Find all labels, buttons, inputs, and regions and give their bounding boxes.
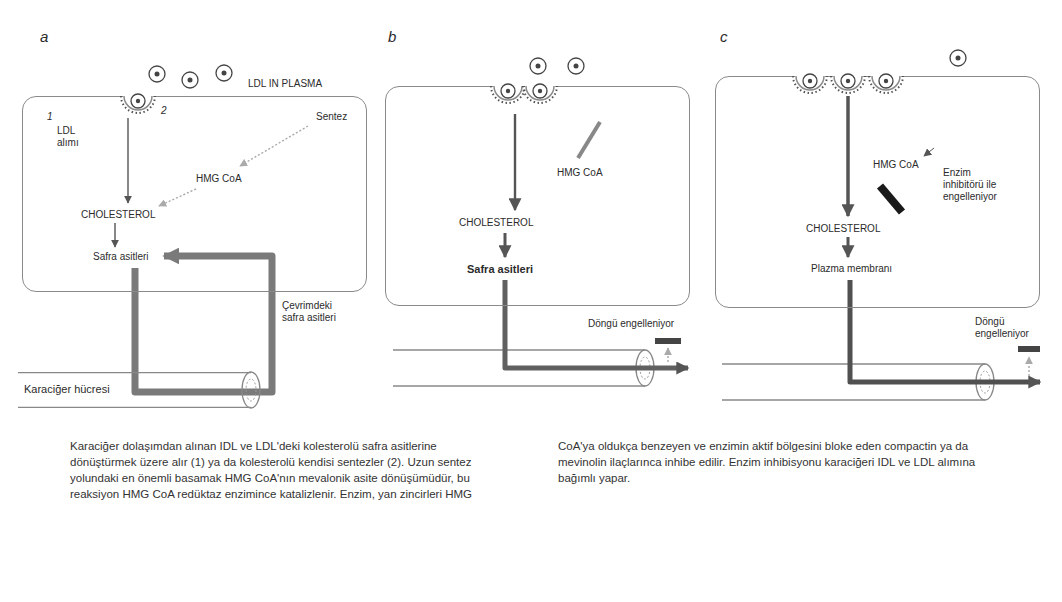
- synthesis-bar: [578, 122, 600, 158]
- coated-pit: [491, 84, 525, 103]
- inhibitor-bar: [880, 186, 902, 212]
- coated-pit-part: [884, 79, 888, 83]
- coated-pit-part: [841, 74, 855, 88]
- coated-pit-part: [869, 76, 903, 93]
- ldl-particle: [149, 66, 165, 82]
- callout-number: 2: [161, 105, 167, 117]
- coated-pit: [121, 94, 155, 113]
- region-label: LDL IN PLASMA: [248, 78, 322, 90]
- coated-pit-part: [846, 79, 850, 83]
- ldl-particle: [950, 50, 966, 66]
- note-label: Enzim inhibitörü ile engelleniyor: [943, 167, 1007, 203]
- tube-outline-part: [18, 407, 251, 408]
- coated-pit-part: [131, 94, 145, 108]
- liver-cell: HMG CoA CHOLESTEROL Safra asitleri: [385, 86, 690, 306]
- tube-outline-part: [242, 372, 260, 408]
- coated-pit-part: [523, 86, 557, 103]
- coated-pit-part: [793, 76, 827, 93]
- uptake-arrow: [514, 114, 516, 210]
- coated-pit-part: [533, 84, 547, 98]
- ldl-particle: [568, 58, 584, 74]
- coated-pit-part: [796, 76, 824, 90]
- conversion-arrow: [847, 237, 850, 257]
- figure-caption: Karaciğer dolaşımdan alınan IDL ve LDL'd…: [70, 438, 990, 502]
- coated-pit-part: [872, 76, 900, 90]
- ldl-particle: [530, 58, 546, 74]
- molecule-label: CHOLESTEROL: [806, 223, 880, 235]
- pointer-arrow: [924, 148, 934, 156]
- structure-label: Plazma membranı: [811, 263, 892, 275]
- coated-pit-part: [124, 96, 152, 110]
- tube-outline-part: [246, 379, 256, 401]
- coated-pit-part: [123, 95, 153, 99]
- tube-outline-part: [18, 372, 251, 373]
- synthesis-arrow: [159, 189, 196, 206]
- molecule-label: CHOLESTEROL: [459, 217, 533, 229]
- block-label: Döngü engelleniyor: [975, 316, 1037, 340]
- ldl-particle: [182, 72, 198, 88]
- coated-pit: [869, 74, 903, 93]
- coated-pit: [831, 74, 865, 93]
- ldl-particle: [216, 65, 232, 81]
- coated-pit-part: [506, 89, 510, 93]
- callout-number: 1: [47, 111, 53, 123]
- coated-pit-part: [501, 84, 515, 98]
- molecule-label: HMG CoA: [873, 159, 919, 171]
- coated-pit-part: [493, 85, 523, 89]
- coated-pit-part: [831, 76, 865, 93]
- uptake-arrow: [846, 96, 850, 216]
- liver-cell: 1LDL alımı 2SentezHMG CoA CHOLESTEROL Safra…: [22, 96, 367, 292]
- excretion-line: [505, 280, 688, 368]
- coated-pit-part: [491, 86, 525, 103]
- coated-pit-part: [834, 76, 862, 90]
- molecule-label: Safra asitleri: [467, 263, 533, 276]
- flow-label: Çevrimdeki safra asitleri: [282, 300, 354, 324]
- block-arrow: [1028, 357, 1029, 376]
- panel-letter: a: [40, 28, 48, 46]
- conversion-arrow: [504, 233, 507, 257]
- intestine-tube: Karaciğer hücresi: [18, 372, 263, 408]
- coated-pit-part: [871, 75, 901, 79]
- coated-pit-part: [879, 74, 893, 88]
- panel-letter: c: [720, 28, 728, 46]
- synthesis-arrow: [240, 126, 308, 166]
- coated-pit: [793, 74, 827, 93]
- molecule-label: HMG CoA: [196, 173, 242, 185]
- coated-pit-part: [121, 96, 155, 113]
- coated-pit-part: [808, 79, 812, 83]
- molecule-label: HMG CoA: [557, 167, 603, 179]
- block-arrow: [667, 348, 668, 362]
- process-label: Sentez: [316, 111, 347, 123]
- organ-label: Karaciğer hücresi: [24, 383, 110, 396]
- molecule-label: Safra asitleri: [93, 251, 149, 263]
- coated-pit-part: [526, 86, 554, 100]
- liver-cell: HMG CoA Enzim inhibitörü ile engelleniyor…: [715, 76, 1040, 308]
- block-bar: [1018, 346, 1040, 352]
- coated-pit-part: [538, 89, 542, 93]
- uptake-arrow: [127, 118, 128, 203]
- excretion-line: [850, 280, 1040, 382]
- molecule-label: CHOLESTEROL: [81, 209, 155, 221]
- coated-pit-part: [833, 75, 863, 79]
- coated-pit-part: [795, 75, 825, 79]
- coated-pit-part: [494, 86, 522, 100]
- block-label: Döngü engelleniyor: [588, 318, 674, 330]
- coated-pit: [523, 84, 557, 103]
- coated-pit-part: [525, 85, 555, 89]
- process-label: LDL alımı: [57, 125, 99, 149]
- panel-letter: b: [388, 28, 396, 46]
- block-bar: [655, 338, 681, 344]
- coated-pit-part: [136, 99, 140, 103]
- coated-pit-part: [803, 74, 817, 88]
- conversion-arrow: [114, 223, 115, 247]
